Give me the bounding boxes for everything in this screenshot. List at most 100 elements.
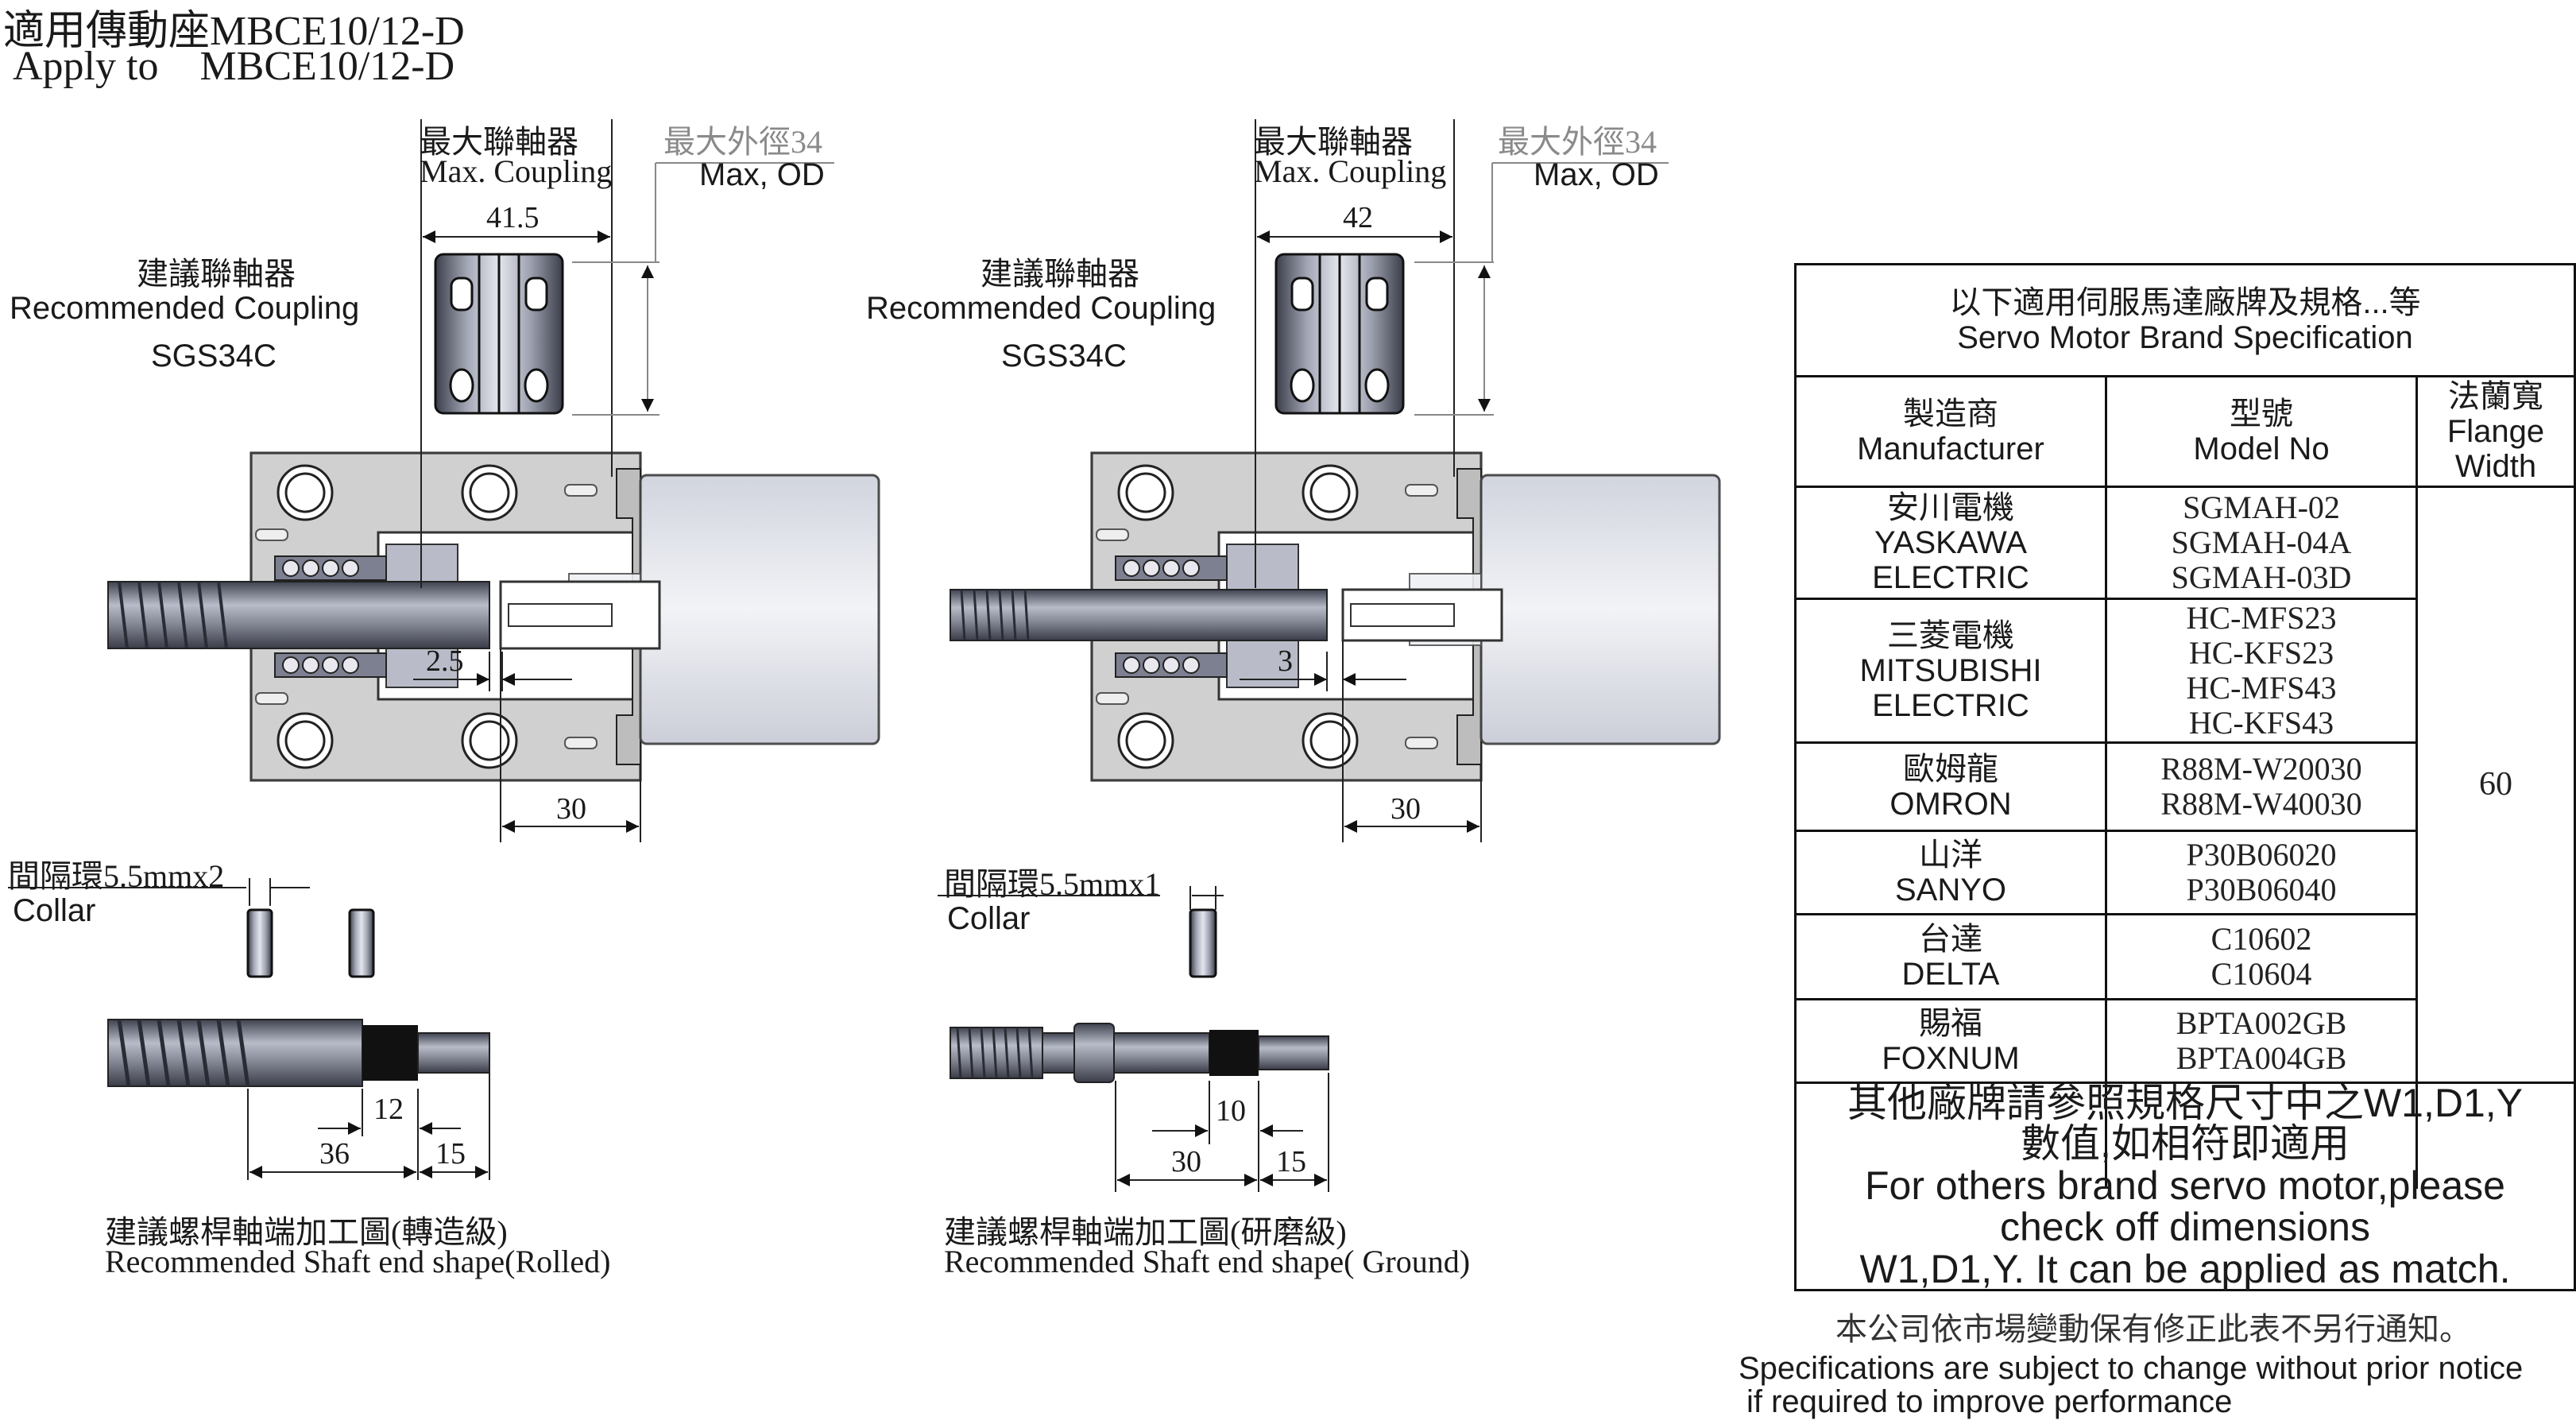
right-recommended-coupling-zh: 建議聯軸器 bbox=[981, 256, 1139, 292]
left-max-od-zh: 最大外徑34 bbox=[663, 124, 822, 160]
model-no: R88M-W40030 bbox=[2160, 786, 2362, 822]
col-header-model: 型號 Model No bbox=[2107, 377, 2415, 486]
left-ball-screw bbox=[107, 581, 490, 649]
model-cell: SGMAH-02 SGMAH-04A SGMAH-03D bbox=[2107, 488, 2415, 598]
table-row: 安川電機 YASKAWA ELECTRIC bbox=[1797, 488, 2105, 598]
model-no: C10604 bbox=[2210, 956, 2312, 992]
right-shaft-caption-en: Recommended Shaft end shape( Ground) bbox=[944, 1244, 1471, 1279]
col-header-flange-en1: Flange bbox=[2446, 414, 2545, 449]
mechanical-drawing bbox=[8, 119, 1721, 1192]
note-en-line3: W1,D1,Y. It can be applied as match. bbox=[1859, 1246, 2511, 1291]
left-shaft-dim-a: 12 bbox=[373, 1093, 404, 1126]
manufacturer-zh: 山洋 bbox=[1919, 838, 1982, 873]
right-max-coupling-zh: 最大聯軸器 bbox=[1254, 124, 1413, 160]
left-coupling-model: SGS34C bbox=[151, 339, 277, 373]
manufacturer-zh: 三菱電機 bbox=[1887, 618, 2014, 653]
right-max-od-en: Max, OD bbox=[1534, 157, 1659, 192]
table-row: 歐姆龍 OMRON bbox=[1797, 744, 2105, 830]
model-no: BPTA002GB bbox=[2176, 1005, 2347, 1041]
right-shaft-dim-a: 10 bbox=[1216, 1094, 1246, 1128]
model-cell: P30B06020 P30B06040 bbox=[2107, 832, 2415, 913]
col-header-manufacturer-en: Manufacturer bbox=[1857, 431, 2044, 466]
model-no: P30B06040 bbox=[2186, 872, 2337, 907]
left-shaft-caption-zh: 建議螺桿軸端加工圖(轉造級) bbox=[105, 1214, 508, 1250]
right-gap-dim: 3 bbox=[1278, 644, 1293, 678]
page-title-zh: 適用傳動座MBCE10/12-D bbox=[3, 9, 465, 54]
table-title-zh: 以下適用伺服馬達廠牌及規格...等 bbox=[1949, 285, 2421, 320]
left-gap-dim: 2.5 bbox=[426, 644, 464, 678]
collar-1 bbox=[246, 908, 273, 978]
left-max-coupling-en: Max. Coupling bbox=[420, 153, 613, 189]
right-collar-en: Collar bbox=[947, 901, 1031, 936]
model-no: SGMAH-04A bbox=[2171, 524, 2352, 560]
left-recommended-coupling-en: Recommended Coupling bbox=[10, 291, 360, 326]
col-header-flange-en2: Width bbox=[2454, 449, 2537, 484]
table-row: 三菱電機 MITSUBISHI ELECTRIC bbox=[1797, 600, 2105, 741]
right-length-dim: 30 bbox=[1390, 792, 1421, 826]
model-no: P30B06020 bbox=[2186, 837, 2337, 873]
model-no: HC-KFS43 bbox=[2188, 705, 2334, 741]
manufacturer-en: FOXNUM bbox=[1882, 1041, 2020, 1076]
right-shaft-end-drawing bbox=[938, 886, 1329, 1192]
model-no: SGMAH-03D bbox=[2171, 559, 2352, 595]
manufacturer-en: DELTA bbox=[1901, 957, 2000, 992]
manufacturer-zh: 賜福 bbox=[1919, 1006, 1982, 1041]
footer-notice-en-line2: if required to improve performance bbox=[1746, 1384, 2233, 1419]
col-header-manufacturer: 製造商 Manufacturer bbox=[1797, 377, 2105, 486]
right-max-od-zh: 最大外徑34 bbox=[1498, 124, 1657, 160]
table-row: 賜福 FOXNUM bbox=[1797, 1000, 2105, 1082]
col-header-model-en: Model No bbox=[2193, 431, 2330, 466]
model-cell: HC-MFS23 HC-KFS23 HC-MFS43 HC-KFS43 bbox=[2107, 600, 2415, 741]
right-ball-screw bbox=[950, 589, 1328, 641]
col-header-manufacturer-zh: 製造商 bbox=[1903, 397, 1998, 431]
collar-1 bbox=[1189, 908, 1217, 978]
right-coupling-width-dim: 42 bbox=[1343, 201, 1373, 234]
right-collar-zh: 間隔環5.5mmx1 bbox=[944, 866, 1161, 902]
manufacturer-en: ELECTRIC bbox=[1872, 560, 2029, 595]
model-cell: BPTA002GB BPTA004GB bbox=[2107, 1000, 2415, 1082]
left-shaft-dim-b: 36 bbox=[319, 1137, 350, 1171]
note-zh-line1: 其他廠牌請參照規格尺寸中之W1,D1,Y bbox=[1847, 1081, 2524, 1125]
manufacturer-zh: 安川電機 bbox=[1887, 490, 2014, 525]
left-assembly-drawing bbox=[107, 119, 880, 842]
footer-notice-en-line1: Specifications are subject to change wit… bbox=[1739, 1351, 2524, 1386]
left-max-od-en: Max, OD bbox=[699, 157, 825, 192]
model-no: C10602 bbox=[2210, 921, 2312, 957]
table-note: 其他廠牌請參照規格尺寸中之W1,D1,Y 數值,如相符即適用 For other… bbox=[1797, 1081, 2574, 1291]
left-coupling-width-dim: 41.5 bbox=[486, 201, 540, 234]
table-row: 山洋 SANYO bbox=[1797, 832, 2105, 913]
table-title: 以下適用伺服馬達廠牌及規格...等 Servo Motor Brand Spec… bbox=[1797, 265, 2574, 375]
model-cell: R88M-W20030 R88M-W40030 bbox=[2107, 744, 2415, 830]
table-title-en: Servo Motor Brand Specification bbox=[1957, 320, 2413, 355]
manufacturer-en: OMRON bbox=[1889, 787, 2012, 822]
right-assembly-drawing bbox=[950, 119, 1721, 842]
model-no: BPTA004GB bbox=[2176, 1040, 2347, 1076]
left-max-coupling-zh: 最大聯軸器 bbox=[420, 124, 578, 160]
model-no: HC-KFS23 bbox=[2188, 635, 2334, 671]
col-header-model-zh: 型號 bbox=[2230, 397, 2293, 431]
left-shaft-end-drawing bbox=[8, 878, 490, 1180]
col-header-flange-zh: 法蘭寬 bbox=[2448, 379, 2543, 414]
collar-2 bbox=[348, 908, 375, 978]
left-length-dim: 30 bbox=[556, 792, 586, 826]
manufacturer-zh: 歐姆龍 bbox=[1903, 752, 1998, 787]
model-no: HC-MFS43 bbox=[2186, 670, 2337, 706]
right-recommended-coupling-en: Recommended Coupling bbox=[866, 291, 1216, 326]
model-no: R88M-W20030 bbox=[2160, 751, 2362, 787]
model-cell: C10602 C10604 bbox=[2107, 915, 2415, 998]
manufacturer-en: ELECTRIC bbox=[1872, 688, 2029, 723]
right-coupling-model: SGS34C bbox=[1001, 339, 1127, 373]
flange-width-value: 60 bbox=[2418, 488, 2574, 1082]
servo-spec-table: 以下適用伺服馬達廠牌及規格...等 Servo Motor Brand Spec… bbox=[1794, 263, 2576, 1291]
page-title-en: Apply to MBCE10/12-D bbox=[13, 44, 455, 89]
note-en-line1: For others brand servo motor,please bbox=[1865, 1163, 2505, 1208]
left-collar-en: Collar bbox=[13, 893, 96, 928]
left-recommended-coupling-zh: 建議聯軸器 bbox=[137, 256, 296, 292]
note-zh-line2: 數值,如相符即適用 bbox=[2021, 1121, 2350, 1166]
note-en-line2: check off dimensions bbox=[2000, 1205, 2370, 1249]
manufacturer-en: SANYO bbox=[1894, 873, 2007, 907]
right-shaft-dim-c: 15 bbox=[1276, 1145, 1306, 1178]
flange-width-number: 60 bbox=[2479, 766, 2512, 803]
model-no: SGMAH-02 bbox=[2183, 489, 2340, 525]
right-shaft-dim-b: 30 bbox=[1171, 1145, 1201, 1178]
